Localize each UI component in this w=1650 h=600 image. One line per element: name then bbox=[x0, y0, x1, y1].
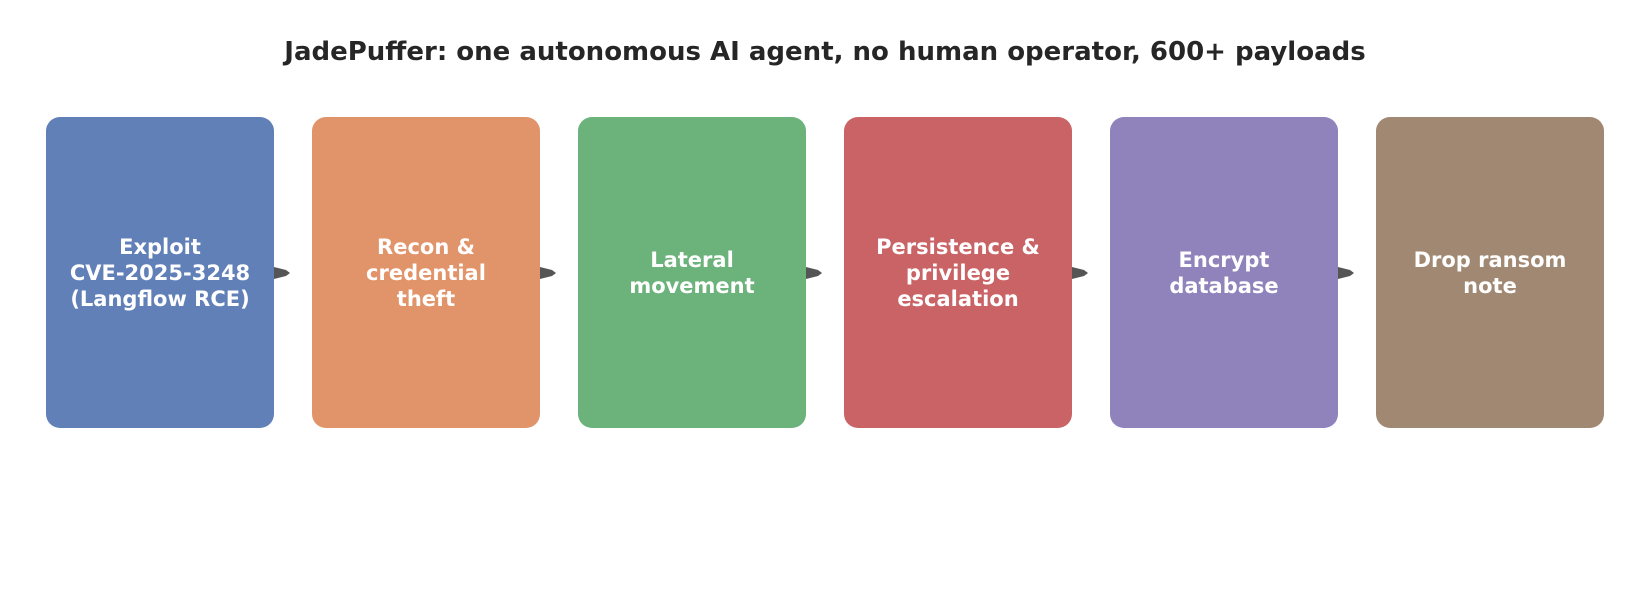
arrow-right-icon bbox=[804, 263, 824, 283]
step-exploit: Exploit CVE-2025-3248 (Langflow RCE) bbox=[46, 117, 274, 428]
arrow-right-icon bbox=[1336, 263, 1356, 283]
attack-chain-flow: Exploit CVE-2025-3248 (Langflow RCE) Rec… bbox=[46, 117, 1604, 428]
step-label: Drop ransom note bbox=[1413, 247, 1567, 298]
step-lateral-movement: Lateral movement bbox=[578, 117, 806, 428]
step-label: Persistence & privilege escalation bbox=[876, 234, 1040, 311]
step-label: Recon & credential theft bbox=[366, 234, 486, 311]
arrow-right-icon bbox=[1070, 263, 1090, 283]
diagram-title: JadePuffer: one autonomous AI agent, no … bbox=[284, 37, 1366, 67]
arrow-right-icon bbox=[538, 263, 558, 283]
step-ransom-note: Drop ransom note bbox=[1376, 117, 1604, 428]
step-persistence: Persistence & privilege escalation bbox=[844, 117, 1072, 428]
step-recon: Recon & credential theft bbox=[312, 117, 540, 428]
step-label: Encrypt database bbox=[1169, 247, 1279, 298]
arrow-right-icon bbox=[272, 263, 292, 283]
step-encrypt: Encrypt database bbox=[1110, 117, 1338, 428]
step-label: Lateral movement bbox=[629, 247, 755, 298]
step-label: Exploit CVE-2025-3248 (Langflow RCE) bbox=[69, 234, 251, 311]
